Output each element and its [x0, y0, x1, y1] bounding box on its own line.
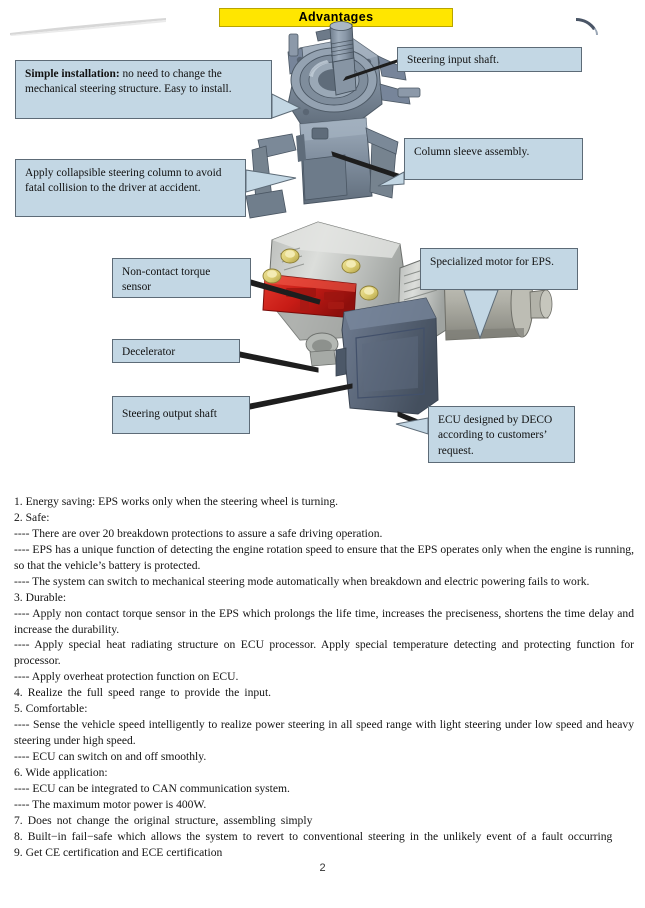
advantage-line: ---- The maximum motor power is 400W. [14, 797, 207, 811]
advantage-line: 6. Wide application: [14, 765, 108, 779]
callout-decelerator: Decelerator [112, 339, 240, 363]
callout-decelerator-text: Decelerator [122, 346, 176, 358]
advantage-line: ---- Apply special heat radiating struct… [14, 638, 634, 668]
advantage-line: ---- Apply overheat protection function … [14, 670, 239, 684]
bolt [359, 285, 379, 301]
advantage-line: 1. Energy saving: EPS works only when th… [14, 495, 339, 508]
advantage-line: ---- There are over 20 breakdown protect… [14, 526, 383, 540]
advantage-line: 5. Comfortable: [14, 702, 88, 716]
callout-simple-installation: Simple installation: no need to change t… [15, 60, 272, 119]
non-contact-torque-sensor [262, 273, 357, 319]
callout-specialized-motor-text: Specialized motor for EPS. [430, 256, 555, 268]
callout-simple-installation-label: Simple installation: [25, 68, 120, 80]
callout-column-sleeve-assembly-text: Column sleeve assembly. [414, 146, 530, 158]
advantage-line: 8. Built−in fail−safe which allows the s… [14, 829, 613, 843]
callout-torque-sensor-text: Non-contact torque sensor [122, 266, 211, 294]
advantage-line: 3. Durable: [14, 590, 67, 604]
steering-input-shaft [329, 21, 357, 96]
assembly-bolts [262, 248, 379, 301]
page-number: 2 [319, 862, 326, 874]
bolt [341, 258, 361, 274]
callout-steering-output-shaft: Steering output shaft [112, 396, 250, 434]
collapsible-column-tube [245, 117, 399, 219]
callout-steering-input-shaft-text: Steering input shaft. [407, 54, 500, 66]
advantage-line: ---- EPS has a unique function of detect… [14, 542, 634, 572]
callout-collapsible-column: Apply collapsible steering column to avo… [15, 159, 246, 217]
callout-ecu: ECU designed by DECO according to custom… [428, 406, 575, 463]
advantage-line: 4. Realize the full speed range to provi… [14, 686, 272, 700]
ecu-box [335, 297, 439, 415]
callout-steering-output-shaft-text: Steering output shaft [122, 408, 217, 420]
callout-simple-installation-text: no need to change the mechanical steerin… [25, 68, 232, 96]
banner-title: Advantages [298, 10, 374, 25]
advantage-line: ---- Apply non contact torque sensor in … [14, 606, 634, 636]
callout-column-sleeve-assembly: Column sleeve assembly. [404, 138, 583, 180]
callout-steering-input-shaft: Steering input shaft. [397, 47, 582, 72]
advantages-list: 1. Energy saving: EPS works only when th… [14, 494, 634, 861]
advantage-line: 9. Get CE certification and ECE certific… [14, 845, 223, 859]
callout-specialized-motor: Specialized motor for EPS. [420, 248, 578, 290]
advantage-line: ---- ECU can be integrated to CAN commun… [14, 781, 290, 795]
callout-torque-sensor: Non-contact torque sensor [112, 258, 251, 298]
callout-collapsible-column-text: Apply collapsible steering column to avo… [25, 167, 222, 195]
advantage-line: 7. Does not change the original structur… [14, 813, 313, 827]
callout-ecu-text: ECU designed by DECO according to custom… [438, 414, 553, 457]
advantage-line: ---- Sense the vehicle speed intelligent… [14, 718, 634, 748]
advantage-line: 2. Safe: [14, 510, 50, 524]
eps-diagram: Simple installation: no need to change t… [15, 21, 583, 463]
advantage-line: ---- The system can switch to mechanical… [14, 574, 590, 588]
bolt [280, 248, 300, 264]
bolt [262, 268, 282, 284]
advantage-line: ---- ECU can switch on and off smoothly. [14, 750, 207, 763]
